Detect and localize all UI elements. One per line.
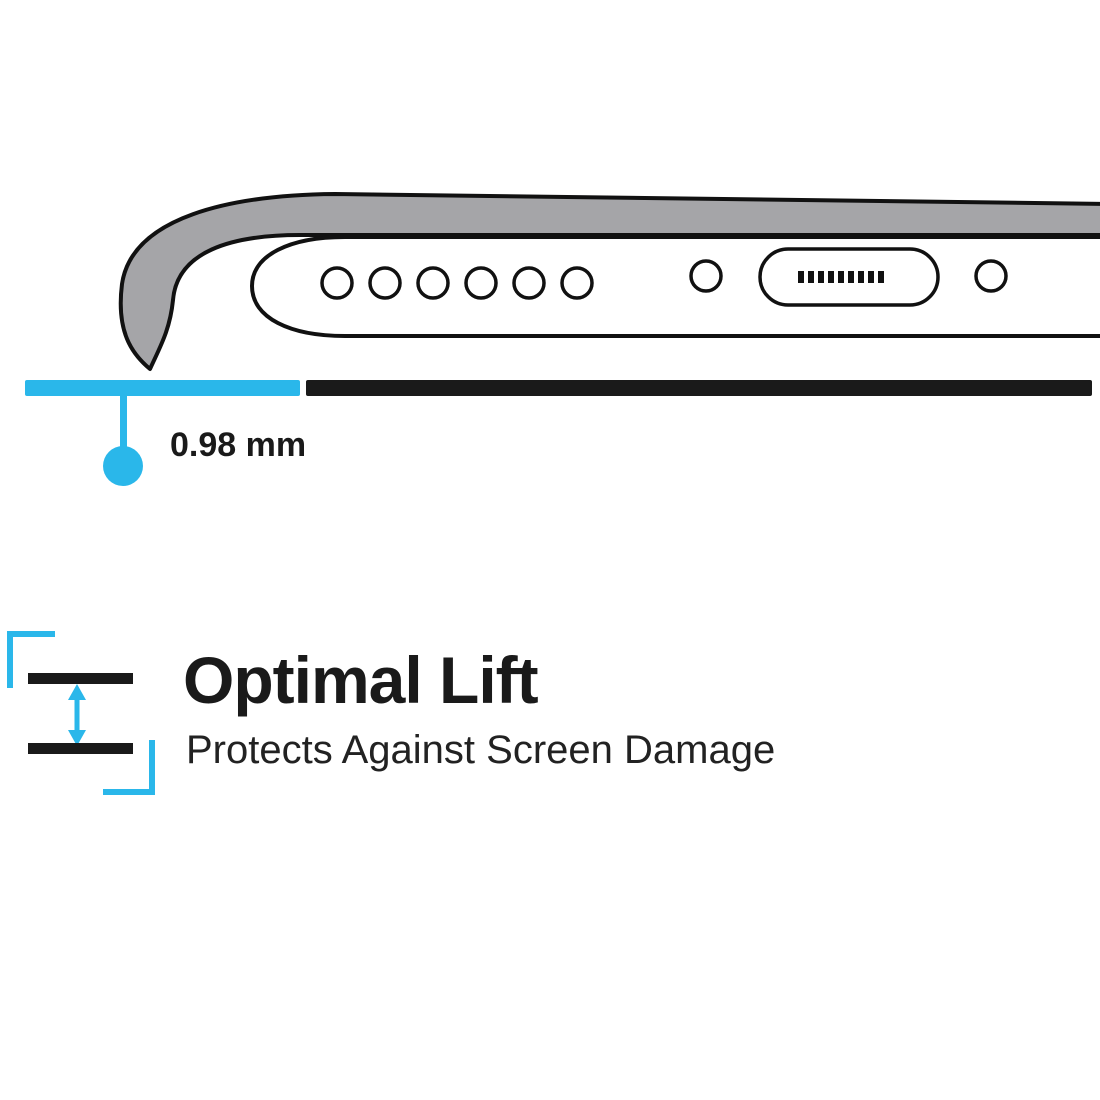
lift-measurement-label: 0.98 mm bbox=[170, 426, 307, 464]
phone-bottom-edge-illustration bbox=[25, 192, 1100, 486]
feature-title: Optimal Lift bbox=[183, 643, 539, 717]
double-arrow-icon bbox=[68, 684, 86, 746]
speaker-hole bbox=[368, 266, 402, 300]
surface-bar bbox=[306, 380, 1092, 396]
bracket-bottom-right-icon bbox=[103, 740, 155, 795]
measurement-pointer bbox=[103, 396, 143, 486]
screw-hole-left bbox=[689, 259, 723, 293]
bracket-top-left-icon bbox=[7, 631, 55, 688]
feature-subtitle: Protects Against Screen Damage bbox=[186, 728, 776, 772]
charging-port bbox=[758, 247, 940, 307]
icon-top-bar bbox=[28, 673, 133, 684]
speaker-hole bbox=[512, 266, 546, 300]
screw-hole-right bbox=[974, 259, 1008, 293]
speaker-hole bbox=[464, 266, 498, 300]
optimal-lift-icon bbox=[7, 631, 155, 795]
speaker-holes bbox=[320, 266, 594, 300]
case-lip bbox=[118, 192, 1100, 371]
speaker-hole bbox=[320, 266, 354, 300]
measurement-dot bbox=[103, 446, 143, 486]
icon-bottom-bar bbox=[28, 743, 133, 754]
speaker-hole bbox=[416, 266, 450, 300]
surface-bar-highlight bbox=[25, 380, 300, 396]
port-pins bbox=[798, 271, 884, 283]
speaker-hole bbox=[560, 266, 594, 300]
